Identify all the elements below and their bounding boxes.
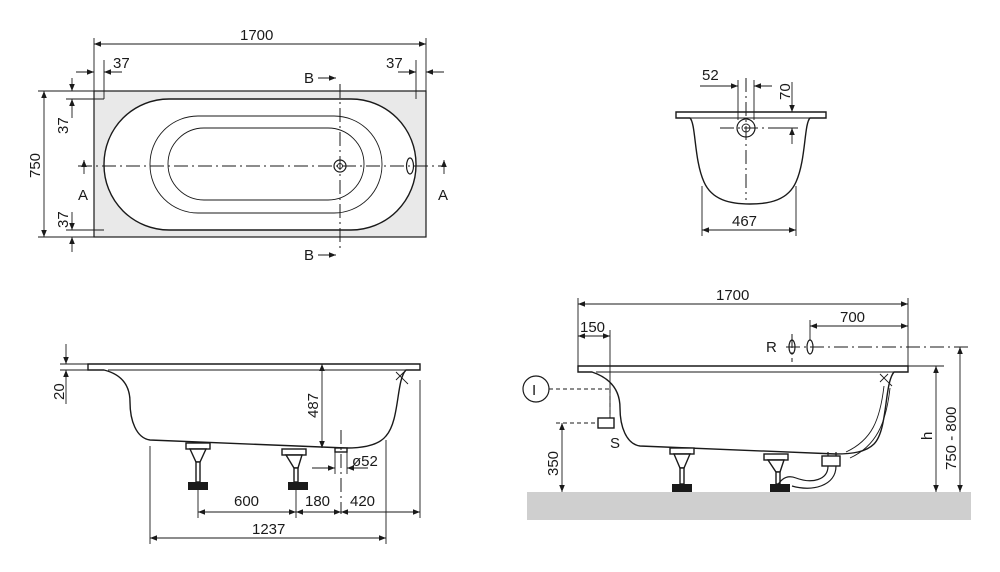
install-view-shape bbox=[577, 365, 909, 455]
floor bbox=[527, 492, 971, 520]
dim-top-37-right: 37 bbox=[386, 55, 403, 72]
dim-side-drain-dia: ø52 bbox=[352, 453, 378, 470]
waste-s-box bbox=[597, 417, 615, 429]
top-view-overflow bbox=[405, 157, 415, 175]
label-h: h bbox=[919, 432, 936, 440]
dim-install-750-800: 750 - 800 bbox=[943, 407, 960, 470]
dim-top-37-lower: 37 bbox=[55, 211, 72, 228]
dim-side-420: 420 bbox=[350, 493, 375, 510]
dim-end-70: 70 bbox=[777, 83, 794, 100]
waste-trap bbox=[775, 452, 829, 489]
dim-end-467: 467 bbox=[732, 213, 757, 230]
installation-view: 1700 150 700 R I S 350 h 750 - 800 bbox=[522, 287, 971, 520]
side-view: 20 487 ø52 600 180 420 1237 bbox=[51, 344, 421, 544]
section-b-bottom: B bbox=[304, 247, 314, 264]
dim-side-487: 487 bbox=[305, 393, 322, 418]
top-view: 1700 37 37 750 37 37 A A B B bbox=[27, 27, 448, 264]
dim-side-180: 180 bbox=[305, 493, 330, 510]
top-view-basin-inner bbox=[167, 127, 365, 201]
dim-top-1700: 1700 bbox=[240, 27, 273, 44]
end-section-view: 52 70 467 bbox=[675, 67, 827, 236]
dim-install-350: 350 bbox=[545, 451, 562, 476]
end-section-shape bbox=[675, 111, 827, 205]
section-b-top: B bbox=[304, 70, 314, 87]
install-leg-left bbox=[669, 447, 695, 492]
top-view-basin-mid bbox=[149, 115, 383, 214]
label-r: R bbox=[766, 339, 777, 356]
leg-left bbox=[185, 442, 211, 490]
dim-install-150: 150 bbox=[580, 319, 605, 336]
dim-install-700: 700 bbox=[840, 309, 865, 326]
label-s: S bbox=[610, 435, 620, 452]
dim-top-37-upper: 37 bbox=[55, 117, 72, 134]
dim-side-20: 20 bbox=[51, 383, 68, 400]
section-a-left: A bbox=[78, 187, 88, 204]
leg-right bbox=[281, 448, 308, 490]
install-leg-right bbox=[763, 453, 790, 492]
dim-side-1237: 1237 bbox=[252, 521, 285, 538]
side-view-shape bbox=[87, 363, 421, 449]
dim-top-750: 750 bbox=[27, 153, 44, 178]
top-view-basin-outer bbox=[103, 98, 417, 231]
section-a-right: A bbox=[438, 187, 448, 204]
dim-side-600: 600 bbox=[234, 493, 259, 510]
label-i: I bbox=[532, 382, 536, 399]
dim-end-52: 52 bbox=[702, 67, 719, 84]
dim-install-1700: 1700 bbox=[716, 287, 749, 304]
dim-top-37-left: 37 bbox=[113, 55, 130, 72]
